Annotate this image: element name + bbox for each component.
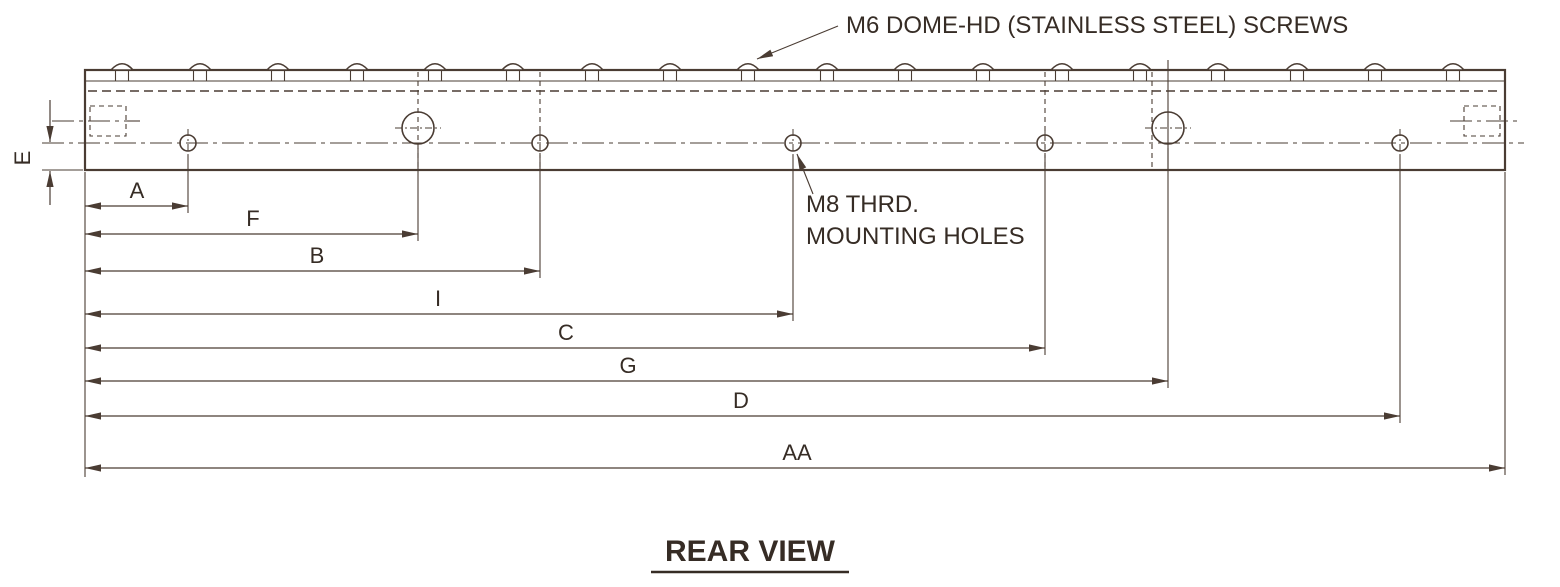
dimension-c: C	[85, 320, 1045, 352]
dimension-b: B	[85, 243, 540, 275]
m8-callout: M8 THRD. MOUNTING HOLES	[796, 153, 1025, 250]
dimension-label: AA	[782, 440, 812, 465]
dimension-g: G	[85, 353, 1168, 385]
dimension-aa: AA	[85, 440, 1505, 472]
rail-outline	[83, 68, 1507, 172]
dimension-label: E	[10, 151, 35, 166]
extension-lines	[84, 148, 1506, 477]
end-hole-right	[1450, 105, 1518, 137]
view-title: REAR VIEW	[651, 535, 849, 574]
dimension-label: D	[733, 388, 749, 413]
dimension-f: F	[85, 206, 418, 238]
screws-callout-text: M6 DOME-HD (STAINLESS STEEL) SCREWS	[846, 12, 1348, 39]
dimension-label: A	[130, 178, 145, 203]
m8-callout-line1: M8 THRD.	[806, 191, 919, 218]
dimension-a: A	[85, 178, 188, 210]
dimension-label: F	[246, 206, 259, 231]
dimension-e: E	[10, 100, 83, 205]
dimension-label: G	[619, 353, 636, 378]
end-hole-left	[52, 105, 140, 137]
dimension-label: B	[310, 243, 325, 268]
view-title-text: REAR VIEW	[665, 535, 836, 568]
dimension-label: I	[435, 286, 441, 311]
leader-line	[796, 153, 814, 195]
dimension-label: C	[558, 320, 574, 345]
rail-body	[83, 60, 1507, 172]
dimension-i: I	[85, 286, 793, 318]
dimension-d: D	[85, 388, 1400, 420]
screws-callout: M6 DOME-HD (STAINLESS STEEL) SCREWS	[756, 12, 1348, 60]
leader-line	[756, 25, 839, 60]
m8-callout-line2: MOUNTING HOLES	[806, 223, 1025, 250]
